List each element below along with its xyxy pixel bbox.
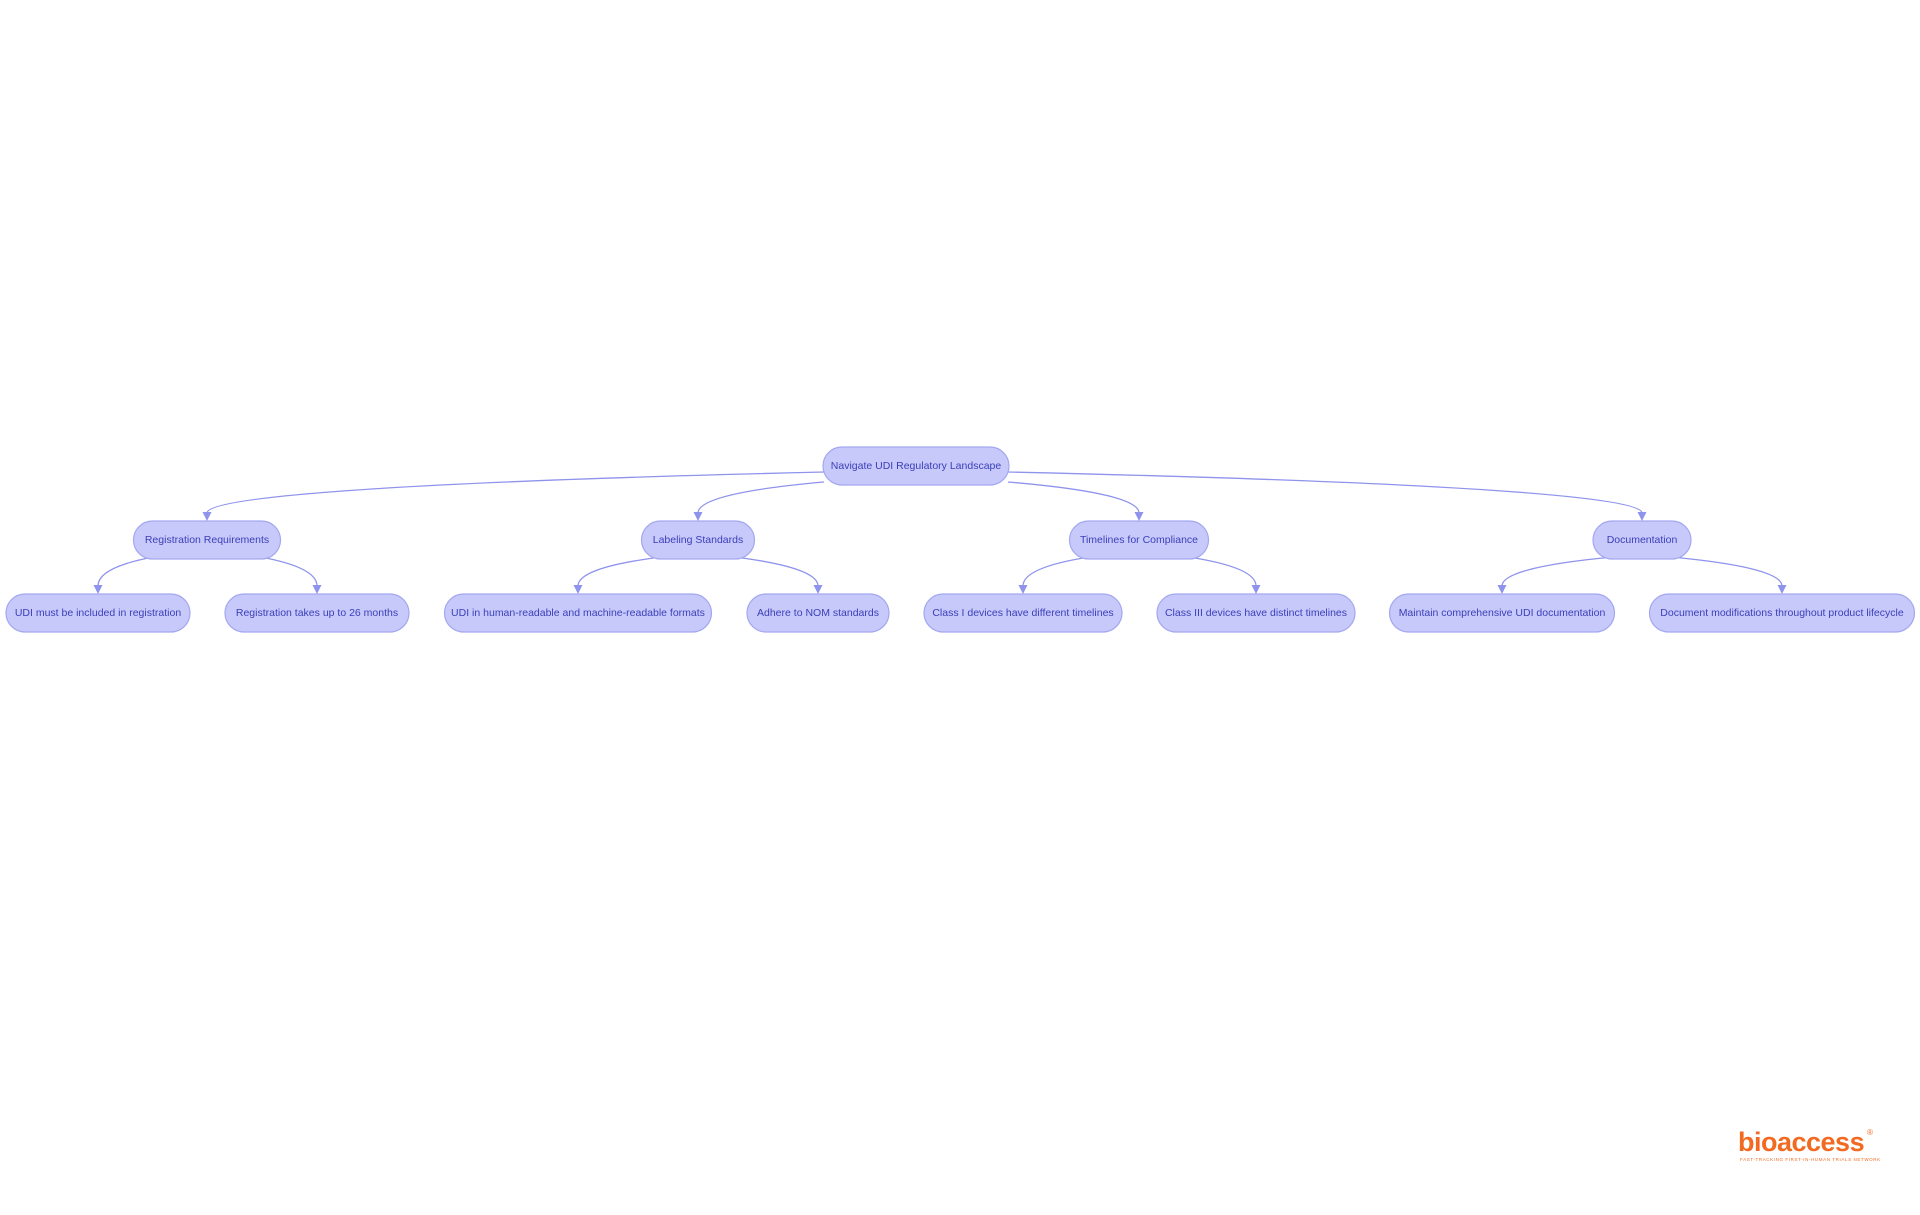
node-leaf-adhere-to-nom-standards-shape bbox=[746, 593, 890, 633]
node-documentation-label: Documentation bbox=[1607, 534, 1678, 546]
edge-root-to-registration-requirements bbox=[206, 471, 825, 514]
edge-documentation-to-leaf-2 bbox=[1670, 556, 1783, 587]
edge-registration-requirements-to-leaf-1 bbox=[97, 556, 154, 587]
node-leaf-maintain-comprehensive-udi-documentation-shape bbox=[1388, 593, 1616, 633]
node-leaf-udi-in-human-readable-and-machine-readable-formats: UDI in human-readable and machine-readab… bbox=[443, 593, 713, 633]
node-leaf-registration-takes-up-to-26-months-shape bbox=[224, 593, 410, 633]
node-leaf-adhere-to-nom-standards: Adhere to NOM standards bbox=[746, 593, 890, 633]
edge-timelines-for-compliance-to-leaf-2-arrowhead bbox=[1251, 585, 1261, 594]
node-leaf-class-i-devices-have-different-timelines: Class I devices have different timelines bbox=[923, 593, 1123, 633]
node-leaf-maintain-comprehensive-udi-documentation: Maintain comprehensive UDI documentation bbox=[1388, 593, 1616, 633]
edge-root-to-labeling-standards bbox=[697, 481, 825, 514]
edge-registration-requirements-to-leaf-1-arrowhead bbox=[93, 585, 103, 594]
node-leaf-document-modifications-throughout-product-lifecycle-label: Document modifications throughout produc… bbox=[1660, 607, 1904, 619]
node-registration-requirements-shape bbox=[132, 520, 282, 560]
bioaccess-logo: bioaccess ® FAST-TRACKING FIRST-IN-HUMAN… bbox=[1738, 1127, 1881, 1168]
node-leaf-registration-takes-up-to-26-months: Registration takes up to 26 months bbox=[224, 593, 410, 633]
node-leaf-adhere-to-nom-standards-label: Adhere to NOM standards bbox=[757, 607, 879, 619]
edge-labeling-standards-to-leaf-2-arrowhead bbox=[813, 585, 823, 594]
edge-registration-requirements-to-leaf-2-arrowhead bbox=[312, 585, 322, 594]
node-leaf-document-modifications-throughout-product-lifecycle-shape bbox=[1648, 593, 1916, 633]
node-leaf-class-iii-devices-have-distinct-timelines-label: Class III devices have distinct timeline… bbox=[1165, 607, 1347, 619]
node-leaf-udi-must-be-included-in-registration: UDI must be included in registration bbox=[5, 593, 191, 633]
node-timelines-for-compliance: Timelines for Compliance bbox=[1068, 520, 1210, 560]
node-leaf-registration-takes-up-to-26-months-label: Registration takes up to 26 months bbox=[236, 607, 398, 619]
edge-root-to-documentation-arrowhead bbox=[1637, 512, 1647, 521]
edge-labeling-standards-to-leaf-2 bbox=[734, 556, 819, 587]
node-documentation-shape bbox=[1592, 520, 1692, 560]
registered-mark-icon: ® bbox=[1867, 1128, 1873, 1137]
node-leaf-udi-must-be-included-in-registration-shape bbox=[5, 593, 191, 633]
node-leaf-document-modifications-throughout-product-lifecycle: Document modifications throughout produc… bbox=[1648, 593, 1916, 633]
edge-root-to-labeling-standards-arrowhead bbox=[693, 512, 703, 521]
logo-wordmark: bioaccess bbox=[1738, 1127, 1865, 1157]
node-leaf-class-iii-devices-have-distinct-timelines-shape bbox=[1156, 593, 1356, 633]
node-leaf-class-iii-devices-have-distinct-timelines: Class III devices have distinct timeline… bbox=[1156, 593, 1356, 633]
edge-documentation-to-leaf-1-arrowhead bbox=[1497, 585, 1507, 594]
node-registration-requirements: Registration Requirements bbox=[132, 520, 282, 560]
node-root-shape bbox=[822, 446, 1010, 486]
node-root: Navigate UDI Regulatory Landscape bbox=[822, 446, 1010, 486]
node-leaf-udi-must-be-included-in-registration-label: UDI must be included in registration bbox=[15, 607, 181, 619]
edge-documentation-to-leaf-1 bbox=[1501, 556, 1614, 587]
node-labeling-standards-shape bbox=[640, 520, 756, 560]
node-leaf-class-i-devices-have-different-timelines-label: Class I devices have different timelines bbox=[932, 607, 1113, 619]
node-labeling-standards: Labeling Standards bbox=[640, 520, 756, 560]
node-root-label: Navigate UDI Regulatory Landscape bbox=[831, 460, 1002, 472]
node-timelines-for-compliance-shape bbox=[1068, 520, 1210, 560]
node-leaf-udi-in-human-readable-and-machine-readable-formats-label: UDI in human-readable and machine-readab… bbox=[451, 607, 705, 619]
edge-documentation-to-leaf-2-arrowhead bbox=[1777, 585, 1787, 594]
edge-root-to-documentation bbox=[1007, 471, 1643, 514]
logo-tagline: FAST-TRACKING FIRST-IN-HUMAN TRIALS NETW… bbox=[1740, 1157, 1881, 1162]
edge-labeling-standards-to-leaf-1-arrowhead bbox=[573, 585, 583, 594]
edge-root-to-registration-requirements-arrowhead bbox=[202, 512, 212, 521]
diagram-edges bbox=[93, 471, 1787, 594]
edge-root-to-timelines-for-compliance bbox=[1007, 481, 1140, 514]
node-documentation: Documentation bbox=[1592, 520, 1692, 560]
edge-timelines-for-compliance-to-leaf-1 bbox=[1022, 556, 1090, 587]
node-registration-requirements-label: Registration Requirements bbox=[145, 534, 269, 546]
edge-timelines-for-compliance-to-leaf-2 bbox=[1188, 556, 1257, 587]
node-timelines-for-compliance-label: Timelines for Compliance bbox=[1080, 534, 1198, 546]
edge-registration-requirements-to-leaf-2 bbox=[260, 556, 318, 587]
node-leaf-udi-in-human-readable-and-machine-readable-formats-shape bbox=[443, 593, 713, 633]
edge-labeling-standards-to-leaf-1 bbox=[577, 556, 662, 587]
edge-root-to-timelines-for-compliance-arrowhead bbox=[1134, 512, 1144, 521]
node-leaf-class-i-devices-have-different-timelines-shape bbox=[923, 593, 1123, 633]
node-leaf-maintain-comprehensive-udi-documentation-label: Maintain comprehensive UDI documentation bbox=[1399, 607, 1606, 619]
diagram-nodes: Navigate UDI Regulatory LandscapeRegistr… bbox=[5, 446, 1916, 633]
node-labeling-standards-label: Labeling Standards bbox=[653, 534, 744, 546]
edge-timelines-for-compliance-to-leaf-1-arrowhead bbox=[1018, 585, 1028, 594]
